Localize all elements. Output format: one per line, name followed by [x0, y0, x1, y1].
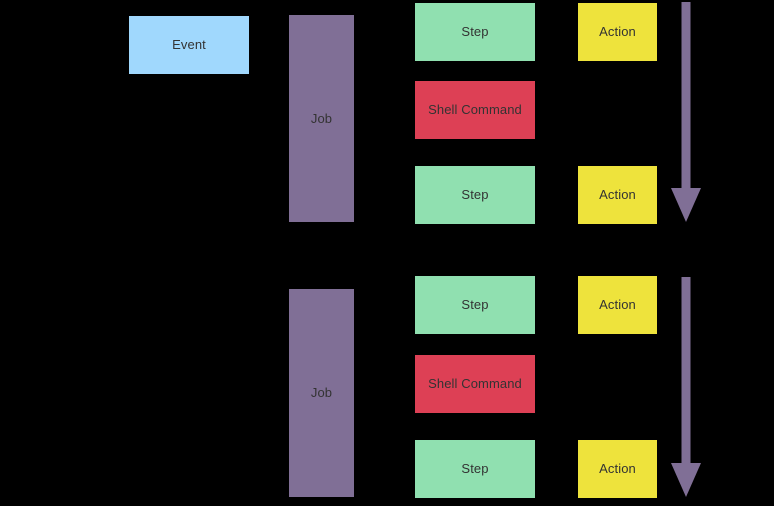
node-label: Job	[310, 385, 333, 401]
node-step[interactable]: Step	[415, 440, 535, 498]
node-label: Action	[599, 187, 636, 203]
node-event[interactable]: Event	[129, 16, 249, 74]
node-label: Step	[461, 297, 489, 313]
node-step[interactable]: Step	[415, 166, 535, 224]
node-label: Step	[461, 461, 489, 477]
node-action[interactable]: Action	[578, 166, 657, 224]
node-step[interactable]: Step	[415, 3, 535, 61]
node-shell-command[interactable]: Shell Command	[415, 81, 535, 139]
node-job[interactable]: Job	[289, 15, 354, 222]
node-label: Action	[599, 461, 636, 477]
flow-arrow-down-top-icon	[668, 2, 704, 222]
node-label: Step	[461, 24, 489, 40]
node-step[interactable]: Step	[415, 276, 535, 334]
node-label: Step	[461, 187, 489, 203]
node-label: Action	[599, 297, 636, 313]
node-shell-command[interactable]: Shell Command	[415, 355, 535, 413]
node-label: Shell Command	[428, 102, 522, 118]
node-label: Shell Command	[428, 376, 522, 392]
node-job[interactable]: Job	[289, 289, 354, 497]
node-label: Event	[172, 37, 206, 53]
node-label: Job	[310, 110, 333, 126]
node-action[interactable]: Action	[578, 3, 657, 61]
node-action[interactable]: Action	[578, 440, 657, 498]
node-label: Action	[599, 24, 636, 40]
flow-arrow-down-bottom-icon	[668, 277, 704, 497]
node-action[interactable]: Action	[578, 276, 657, 334]
